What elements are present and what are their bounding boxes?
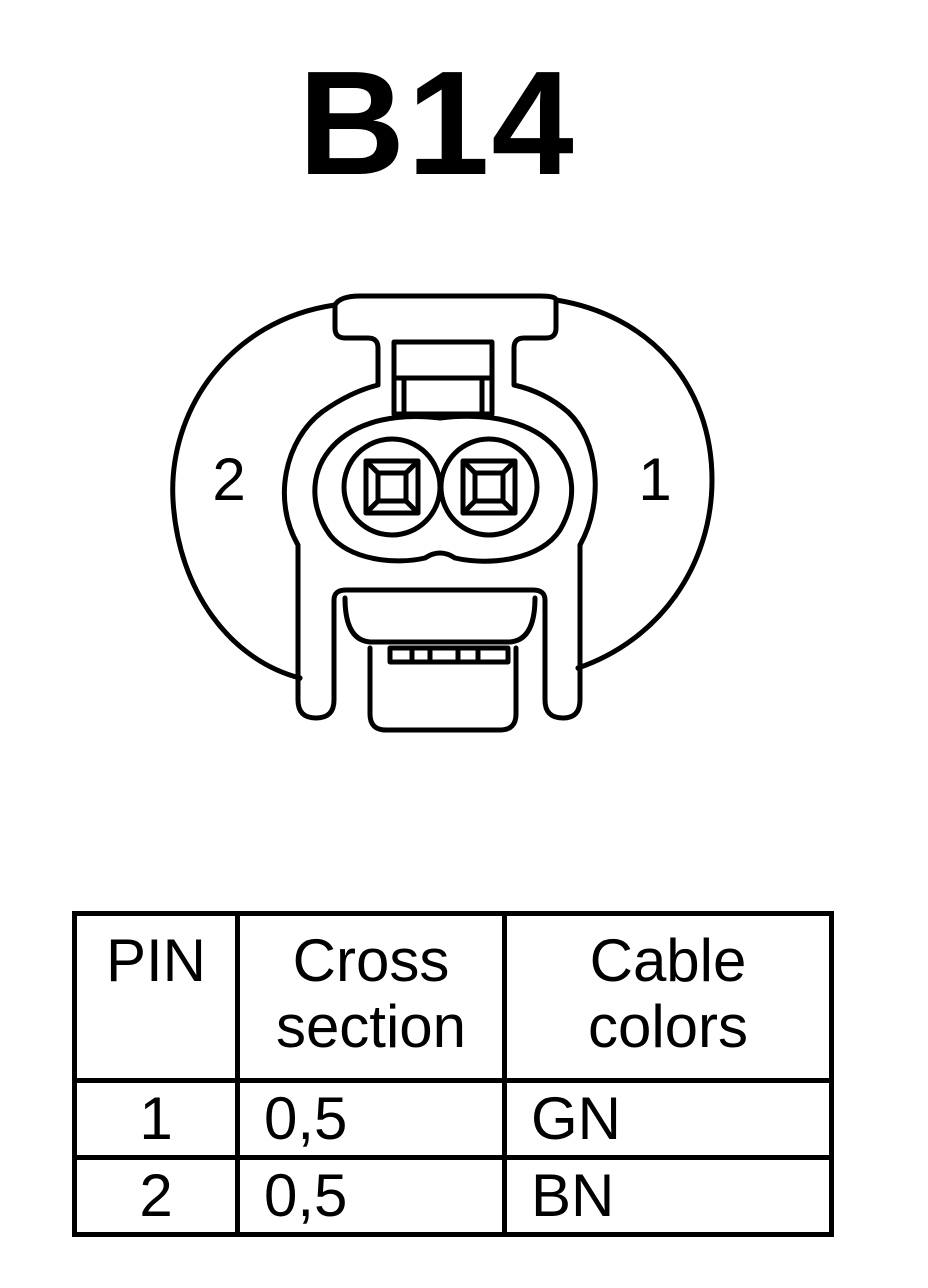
latch-tab: [319, 293, 571, 415]
cell-pin: 2: [72, 1155, 240, 1237]
lower-lip: [342, 595, 538, 645]
pin-assignment-table: PIN Cross section Cable colors 1 0,5 GN …: [72, 911, 834, 1237]
pin-1-terminal: [460, 458, 518, 516]
table-header-row: PIN Cross section Cable colors: [72, 911, 834, 1083]
cell-cross-section: 0,5: [235, 1155, 507, 1237]
header-pin: PIN: [72, 911, 240, 1083]
table-row: 2 0,5 BN: [72, 1155, 834, 1237]
pin-1-circle: [438, 436, 540, 538]
pin-2-terminal: [363, 458, 421, 516]
bottom-tab: [367, 645, 519, 733]
table-row: 1 0,5 GN: [72, 1078, 834, 1160]
header-cross-section: Cross section: [235, 911, 507, 1083]
connector-title: B14: [298, 41, 576, 206]
cell-cable-color: GN: [502, 1078, 834, 1160]
pin-cavity-rim: [312, 413, 575, 564]
connector-diagram: 2 1: [170, 293, 715, 733]
pin-label-1: 1: [638, 446, 671, 513]
cell-cross-section: 0,5: [235, 1078, 507, 1160]
header-cable-colors: Cable colors: [502, 911, 834, 1083]
connector-body: [281, 409, 598, 721]
pin-label-2: 2: [212, 446, 245, 513]
connector-housing-outline: [170, 297, 715, 681]
cell-cable-color: BN: [502, 1155, 834, 1237]
pin-2-circle: [341, 436, 443, 538]
cell-pin: 1: [72, 1078, 240, 1160]
